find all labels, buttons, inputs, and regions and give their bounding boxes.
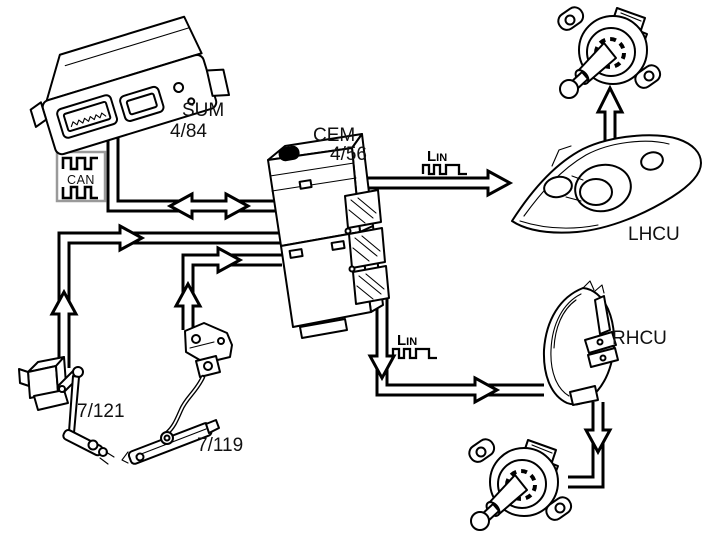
ride-height-sensor-rear [121,322,233,465]
svg-text:LIN: LIN [427,148,447,165]
sum-module [29,15,231,156]
front-sensor-label: 7/121 [77,401,125,422]
headlamp-leveling-motor-right [464,434,577,532]
svg-text:LIN: LIN [397,332,417,349]
rear-sensor-signal-arrow [173,245,282,330]
sum-ref-label: 4/84 [170,121,207,142]
lin-waveform-icon-bottom [391,347,439,360]
lhcu-indicator-lens [640,151,664,171]
cem-module [267,133,390,339]
rhcu-label: RHCU [612,328,667,349]
lhcu-headlamp [511,134,702,234]
sum-screw-hole [187,97,196,106]
can-label: CAN [67,173,95,187]
lhcu-label: LHCU [628,224,680,245]
cem-handle-slot [278,145,300,162]
lin-bus-arrow-cem-rhcu [367,296,544,405]
front-sensor-signal-arrow [49,223,282,368]
sum-label: SUM [182,100,224,121]
lin-label-initial: L [397,332,406,349]
lin-bus-label-top: LIN [421,148,469,176]
lin-waveform-icon-top [421,163,469,176]
cem-ref-label: 4/56 [330,144,367,165]
cem-connector-block [344,189,382,229]
can-label-box: CAN [55,150,107,203]
can-bus-arrow-sum-cem [106,138,282,221]
lin-bus-label-bottom: LIN [391,332,439,360]
rear-sensor-label: 7/119 [197,435,243,456]
rhcu-motor-arrow [568,402,613,489]
ride-height-sensor-front [18,356,115,465]
cem-connector-block [352,265,390,305]
sum-screw-hole [173,81,185,93]
cem-label: CEM [313,125,355,146]
lin-label-rest: IN [406,336,417,348]
rhcu-headlamp [542,280,619,406]
headlamp-leveling-motor-left [553,2,666,100]
lin-bus-arrow-cem-lhcu [360,168,514,198]
sum-connector-pins [70,112,107,128]
lin-label-initial: L [427,148,436,165]
lin-label-rest: IN [436,152,447,164]
